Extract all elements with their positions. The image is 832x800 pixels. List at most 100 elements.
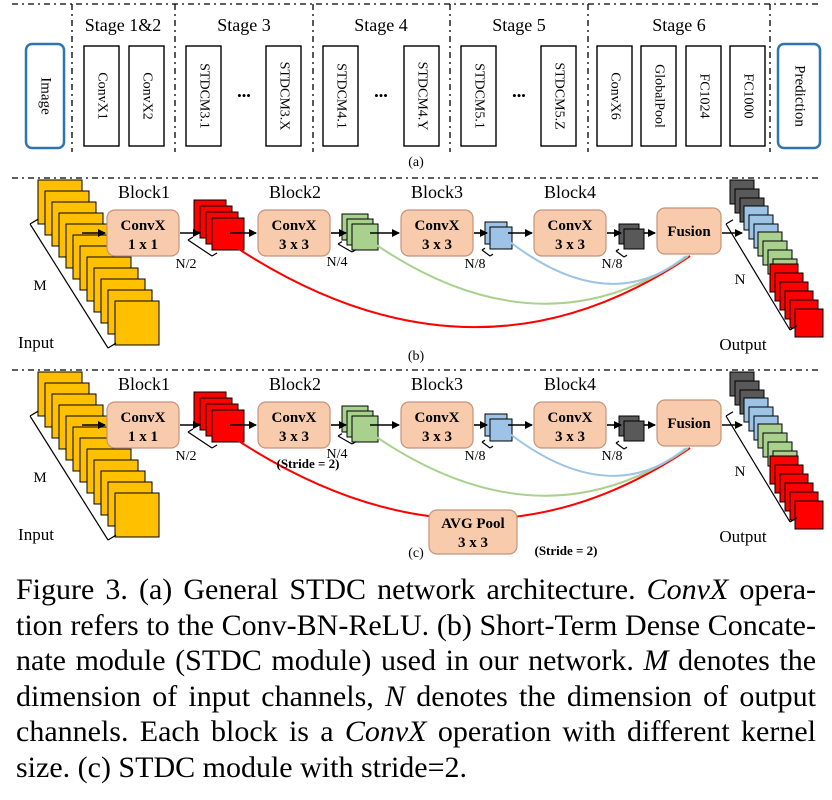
panel-c-block4-bracket [615,442,625,450]
stage-box-label: FC1000 [740,73,755,118]
panel-c-block-title-2: Block2 [269,374,321,394]
stage-ellipsis: ••• [237,88,251,103]
panel-b-convx-block-1-kernel: 1 x 1 [128,237,158,253]
panel-b-input-label: Input [18,333,54,352]
panel-b-block1-features-layer [211,217,245,251]
panel-b-m-label: M [33,278,46,294]
image-input-box [24,42,66,150]
panel-c-convx-block-2 [257,401,331,449]
stage-box [729,45,766,147]
panel-b-block-title-4: Block4 [544,182,596,202]
panel-c-fusion-label: Fusion [667,416,711,432]
panel-c-avg-pool-label: AVG Pool [441,516,504,532]
caption-part-e: operation with different kernel size. (c… [16,715,817,784]
caption-term-convx-2: ConvX [344,715,427,748]
panel-c-convx-block-3-kernel: 3 x 3 [422,429,452,445]
panel-c-output-bracket [725,415,791,523]
panel-c-label: (c) [408,546,424,561]
panel-c-convx-block-3-label: ConvX [414,410,459,426]
panel-b-input-bracket [29,223,109,349]
panel-b-output-bracket-end [789,325,798,331]
caption-figure-number: Figure 3. [16,573,128,606]
panel-b-convx-block-3-label: ConvX [414,218,459,234]
panel-c-block2-bracket-end [337,433,343,437]
caption-term-n: N [384,679,405,713]
figure-caption: Figure 3. (a) General STDC network archi… [16,572,816,785]
panel-c-block2-bracket [337,435,353,445]
stage-box [640,45,677,147]
stage-box-label: STDCM3.X [276,62,291,131]
panel-b-block3-features-layer [489,226,513,250]
panel-c-block1-bracket-end [211,444,218,449]
stage-box-label: STDCM5.1 [471,63,486,129]
panel-b-convx-block-1 [106,209,180,257]
stage-box [685,45,722,147]
panel-c-output-bracket-end [725,411,734,417]
panel-c-stride-note: (Stride = 2) [276,456,339,471]
panel-c-skip-blue [509,433,687,477]
panel-b-block-title-1: Block1 [118,182,170,202]
panel-c-block3-bracket [481,441,491,449]
stage-box [540,45,577,147]
stage-ellipsis: ••• [512,88,526,103]
panel-c-block1-features-layer [211,409,245,443]
panel-c-input-stack-layer [114,492,160,538]
stage-title-1: Stage 1&2 [85,15,162,35]
panel-c-fusion-box [656,399,722,447]
panel-c-convx-block-2-label: ConvX [271,410,316,426]
stage-box-label: STDCM4.Y [414,62,429,131]
caption-part-c: denotes the dimension of input channels, [16,644,817,713]
panel-b-feature-label-1: N/2 [176,257,197,272]
panel-c-block-title-4: Block4 [544,374,596,394]
panel-b-block1-bracket-end [187,236,194,241]
panel-c-skip-green [371,433,689,497]
panel-c-block3-bracket-end [481,439,486,443]
panel-c-convx-block-2-kernel: 3 x 3 [279,429,309,445]
panel-b-convx-block-4-label: ConvX [547,218,592,234]
panel-c-output-label: Output [719,527,767,546]
panel-b-input-bracket-end [29,218,39,225]
panel-c-output-bracket-end [789,517,798,523]
panel-b-output-bracket-end [725,219,734,225]
caption-part-b: opera­tion refers to the Conv-BN-ReLU. (… [16,573,817,677]
panel-c-output-red-layer [794,500,824,530]
panel-b-convx-block-2 [257,209,331,257]
panel-c-convx-block-4-label: ConvX [547,410,592,426]
panel-c-block-title-1: Block1 [118,374,170,394]
panel-b-convx-block-3 [400,209,474,257]
panel-b-convx-block-2-label: ConvX [271,218,316,234]
panel-c-convx-block-3 [400,401,474,449]
panel-b-n-label: N [735,272,746,288]
panel-c-n-label: N [735,464,746,480]
panel-b-block4-features-layer [623,228,645,250]
panel-b-output-bracket [725,223,791,331]
panel-c-avg-pool-box [428,509,518,555]
panel-b-input-stack-layer [114,300,160,346]
stage-title-3: Stage 4 [354,15,408,35]
panel-b-convx-block-4 [533,209,607,257]
stage-title-4: Stage 5 [492,15,546,35]
panel-b-feature-label-3: N/8 [465,257,486,272]
panel-c-feature-label-4: N/8 [602,449,623,464]
stage-title-2: Stage 3 [217,15,271,35]
panel-b-block-title-2: Block2 [269,182,321,202]
panel-c-block1-bracket-end [187,428,194,433]
panel-b-block4-bracket-end [615,248,620,252]
panel-c-convx-block-4 [533,401,607,449]
panel-b-feature-label-2: N/4 [327,255,348,270]
panel-b-block-title-3: Block3 [411,182,463,202]
panel-c-convx-block-1-label: ConvX [120,410,165,426]
panel-c-feature-label-1: N/2 [176,449,197,464]
caption-part-a: (a) General STDC network architecture. [138,573,636,606]
panel-c-convx-block-4-kernel: 3 x 3 [555,429,585,445]
stage-box [403,45,440,147]
panel-b-label: (b) [408,349,425,364]
panel-b-convx-block-2-kernel: 3 x 3 [279,237,309,253]
panel-b-block3-bracket [481,249,491,257]
panel-c-block4-bracket-end [623,446,628,450]
panel-b-skip-blue [509,241,687,285]
panel-c-m-label: M [33,470,46,486]
caption-part-d: denotes the dimension of output channels… [16,679,816,749]
stage-box [322,45,359,147]
stage-box-label: STDCM5.Z [551,62,566,129]
